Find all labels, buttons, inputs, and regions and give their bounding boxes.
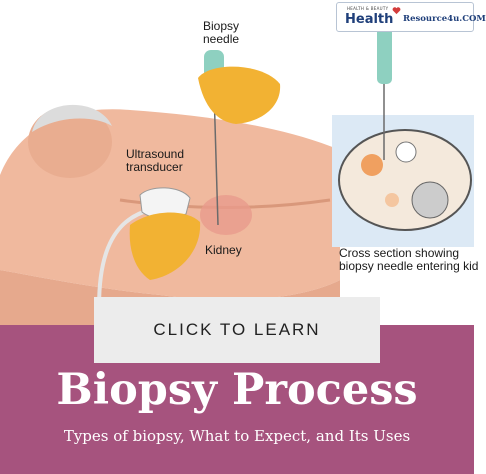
- click-to-learn-button[interactable]: CLICK TO LEARN: [94, 297, 380, 363]
- label-text: Ultrasound transducer: [126, 147, 185, 174]
- kidney-label: Kidney: [205, 244, 242, 257]
- page-subtitle: Types of biopsy, What to Expect, and Its…: [63, 427, 411, 445]
- label-text: Cross section showing biopsy needle ente…: [339, 246, 479, 273]
- site-logo[interactable]: HEALTH & BEAUTY Health Resource4u.COM: [336, 2, 486, 32]
- label-text: Kidney: [205, 243, 242, 257]
- ultrasound-transducer-label: Ultrasound transducer: [126, 148, 216, 174]
- heart-icon: [392, 7, 401, 15]
- logo-brand-secondary: Resource4u.COM: [403, 14, 486, 24]
- page-title: Biopsy Process: [56, 365, 418, 415]
- logo-tagline: HEALTH & BEAUTY: [347, 6, 389, 11]
- biopsy-needle-label: Biopsy needle: [203, 20, 263, 46]
- cross-section-label: Cross section showing biopsy needle ente…: [339, 247, 479, 273]
- logo-brand-primary: Health: [345, 12, 394, 27]
- label-text: Biopsy needle: [203, 19, 240, 46]
- biopsy-illustration: [0, 20, 474, 331]
